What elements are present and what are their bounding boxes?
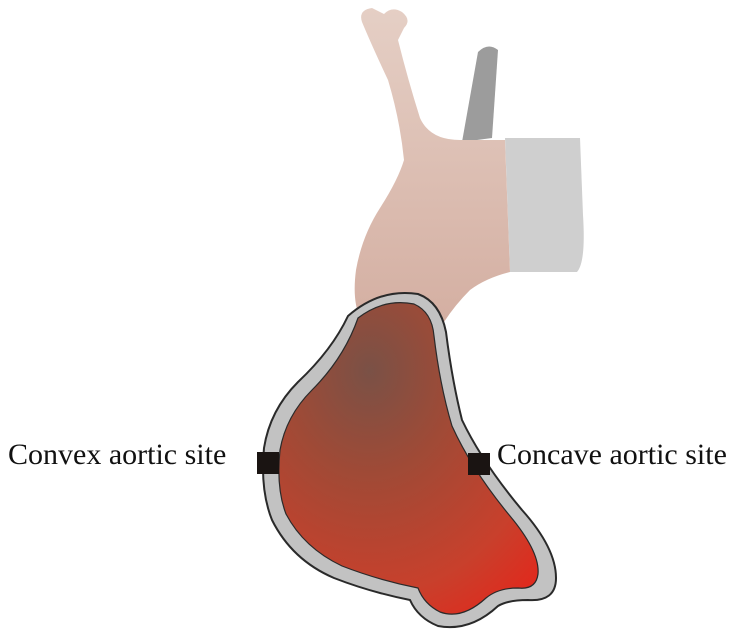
concave-site-marker xyxy=(468,453,490,475)
trachea xyxy=(462,46,498,142)
esophagus-block xyxy=(505,138,584,272)
concave-aortic-site-label: Concave aortic site xyxy=(497,440,727,470)
convex-aortic-site-label: Convex aortic site xyxy=(8,440,226,470)
convex-site-marker xyxy=(257,452,279,474)
